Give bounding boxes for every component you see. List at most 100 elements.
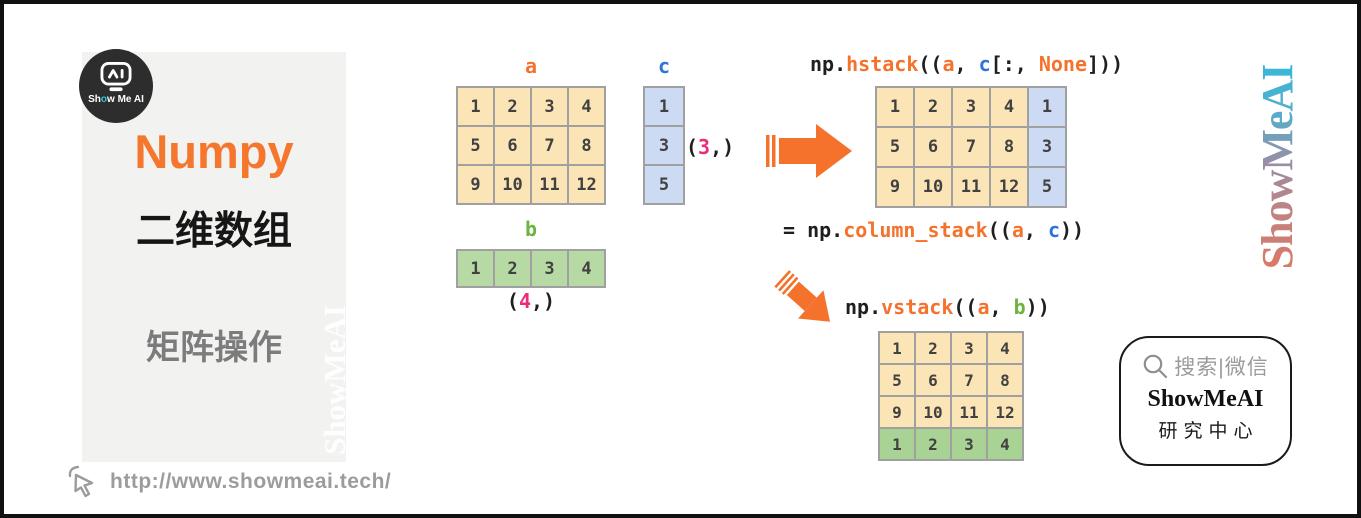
grid-cell: 4 (569, 251, 604, 286)
grid-cell: 5 (877, 128, 913, 166)
grid-cell: 8 (991, 128, 1027, 166)
grid-cell: 11 (952, 397, 986, 427)
grid-cell: 4 (991, 88, 1027, 126)
grid-cell: 6 (495, 127, 530, 164)
logo-o-dot: o (100, 94, 108, 105)
grid-cell: 3 (952, 333, 986, 363)
grid-cell: 3 (952, 429, 986, 459)
showmeai-logo: Show Me AI (79, 49, 153, 123)
code-segment: a (977, 295, 990, 319)
panel-subtitle: 二维数组 (135, 210, 292, 253)
grid-cell: 3 (1029, 128, 1065, 166)
code-segment: np. (845, 295, 882, 319)
code-segment: c (1047, 218, 1060, 242)
code-segment: , (989, 295, 1014, 319)
grid-cell: 6 (916, 365, 950, 395)
code-segment: ( (686, 135, 699, 159)
hstack-code: np.hstack((a, c[:, None])) (810, 52, 1123, 76)
code-segment: )) (1025, 295, 1050, 319)
grid-cell: 4 (988, 429, 1022, 459)
footer: http://www.showmeai.tech/ (66, 464, 391, 500)
array-c-shape: (3,) (686, 135, 734, 159)
grid-cell: 2 (916, 333, 950, 363)
grid-cell: 1 (880, 333, 914, 363)
search-icon (1143, 354, 1168, 378)
grid-cell: 5 (645, 166, 683, 203)
grid-cell: 12 (991, 168, 1027, 206)
code-segment: np. (810, 52, 847, 76)
panel-title: Numpy (134, 125, 294, 178)
panel-watermark: ShowMeAI (317, 305, 352, 455)
grid-cell: 6 (915, 128, 951, 166)
grid-cell: 8 (569, 127, 604, 164)
grid-cell: 7 (952, 365, 986, 395)
grid-cell: 1 (1029, 88, 1065, 126)
grid-cell: 1 (458, 88, 493, 125)
grid-cell: 5 (880, 365, 914, 395)
array-b-label: b (524, 217, 538, 241)
code-segment: None (1038, 52, 1087, 76)
grid-cell: 2 (495, 88, 530, 125)
grid-cell: 10 (916, 397, 950, 427)
code-segment: ( (506, 289, 519, 313)
grid-cell: 10 (915, 168, 951, 206)
grid-cell: 5 (458, 127, 493, 164)
array-a-label: a (524, 54, 538, 78)
panel-topic: 矩阵操作 (146, 329, 282, 367)
grid-cell: 3 (532, 251, 567, 286)
wechat-search-card: 搜索|微信 ShowMeAI 研究中心 (1119, 336, 1292, 466)
code-segment: b (1013, 295, 1026, 319)
code-segment: ,) (710, 135, 735, 159)
code-segment: 4 (518, 289, 531, 313)
grid-cell: 11 (953, 168, 989, 206)
grid-cell: 12 (988, 397, 1022, 427)
code-segment: (( (987, 218, 1012, 242)
code-segment: vstack (881, 295, 954, 319)
code-segment: [:, (990, 52, 1039, 76)
grid-cell: 2 (495, 251, 530, 286)
grid-cell: 10 (495, 166, 530, 203)
logo-text-pre: Sh (88, 94, 101, 105)
search-brand-name: ShowMeAI (1147, 386, 1264, 412)
code-segment: a (942, 52, 955, 76)
code-segment: column_stack (843, 218, 988, 242)
logo-text: Show Me AI (88, 94, 144, 105)
grid-cell: 1 (880, 429, 914, 459)
grid-cell: 1 (458, 251, 493, 286)
search-org-name: 研究中心 (1158, 421, 1259, 442)
code-segment: (( (918, 52, 943, 76)
grid-cell: 9 (458, 166, 493, 203)
array-b-shape: (4,) (456, 289, 606, 313)
grid-cell: 3 (645, 127, 683, 164)
search-row: 搜索|微信 (1142, 351, 1268, 381)
grid-cell: 9 (880, 397, 914, 427)
grid-cell: 4 (569, 88, 604, 125)
grid-cell: 11 (532, 166, 567, 203)
grid-cell: 2 (915, 88, 951, 126)
grid-cell: 7 (953, 128, 989, 166)
cursor-click-icon (68, 465, 94, 498)
grid-cell: 7 (532, 127, 567, 164)
code-segment: )) (1060, 218, 1085, 242)
column-stack-code: = np.column_stack((a, c)) (783, 218, 1084, 242)
code-segment: (( (953, 295, 978, 319)
search-placeholder: 搜索|微信 (1174, 356, 1269, 379)
grid-cell: 1 (645, 88, 683, 125)
grid-cell: 5 (1029, 168, 1065, 206)
code-segment: c (978, 52, 991, 76)
hstack-arrow-icon (766, 124, 852, 178)
grid-cell: 3 (532, 88, 567, 125)
code-segment: , (1023, 218, 1048, 242)
grid-cell: 1 (877, 88, 913, 126)
code-segment: a (1011, 218, 1024, 242)
code-segment: , (954, 52, 979, 76)
grid-cell: 4 (988, 333, 1022, 363)
code-segment: ])) (1087, 52, 1124, 76)
code-segment: ,) (531, 289, 556, 313)
